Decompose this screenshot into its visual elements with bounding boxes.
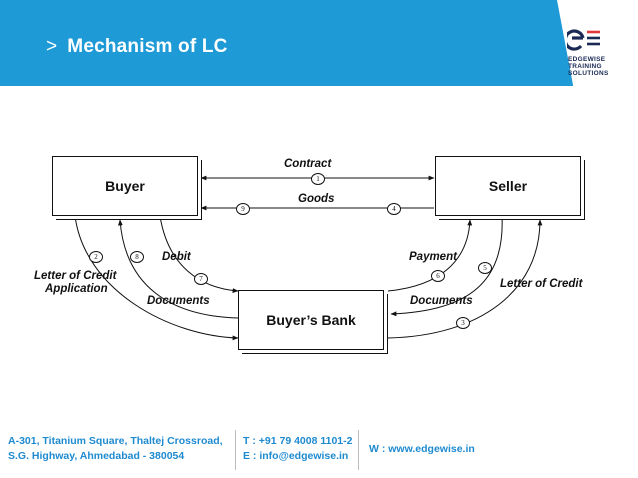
edgewise-logo-icon: [567, 29, 600, 51]
step-1-badge: 1: [311, 173, 325, 185]
step-5-badge: 5: [478, 262, 492, 274]
website-link[interactable]: W : www.edgewise.in: [369, 443, 475, 455]
footer-contact: T : +91 79 4008 1101-2 E : info@edgewise…: [243, 434, 352, 464]
debit-curve: [159, 215, 239, 293]
footer-address: A-301, Titanium Square, Thaltej Crossroa…: [8, 434, 223, 464]
footer-divider-1: [235, 430, 236, 470]
header-banner: > Mechanism of LC: [0, 0, 638, 86]
title-text: Mechanism of LC: [67, 36, 228, 57]
title-chevron: >: [46, 36, 58, 57]
logo-wordmark: EDGEWISE TRAINING SOLUTIONS: [568, 56, 609, 77]
diagram-connectors: [74, 175, 543, 341]
buyer-node: Buyer: [52, 156, 198, 216]
footer: A-301, Titanium Square, Thaltej Crossroa…: [0, 416, 638, 478]
step-7-badge: 7: [194, 273, 208, 285]
loc-application-label-line2: Application: [45, 283, 108, 295]
phone-text: T : +91 79 4008 1101-2: [243, 435, 353, 447]
letter-of-credit-label: Letter of Credit: [500, 278, 583, 290]
loc-application-curve: [74, 215, 239, 341]
page-title: > Mechanism of LC: [46, 36, 228, 58]
payment-curve: [387, 219, 473, 292]
email-link[interactable]: E : info@edgewise.in: [243, 450, 349, 462]
step-2-badge: 2: [89, 251, 103, 263]
footer-divider-2: [358, 430, 359, 470]
loc-application-label-line1: Letter of Credit: [34, 270, 117, 282]
buyers-bank-node: Buyer’s Bank: [238, 290, 384, 350]
step-9-badge: 9: [236, 203, 250, 215]
documents-right-label: Documents: [410, 295, 473, 307]
documents-left-label: Documents: [147, 295, 210, 307]
step-3-badge: 3: [456, 317, 470, 329]
letter-of-credit-curve: [387, 219, 543, 339]
address-line-2: S.G. Highway, Ahmedabad - 380054: [8, 450, 185, 462]
goods-label: Goods: [298, 193, 335, 205]
documents-to-buyer-curve: [118, 219, 239, 319]
step-8-badge: 8: [130, 251, 144, 263]
lc-mechanism-diagram: Buyer Seller Buyer’s Bank Contract Goods…: [0, 86, 638, 416]
address-line-1: A-301, Titanium Square, Thaltej Crossroa…: [8, 435, 223, 447]
seller-node: Seller: [435, 156, 581, 216]
documents-to-bank-curve: [390, 215, 503, 317]
debit-label: Debit: [162, 251, 191, 263]
payment-label: Payment: [409, 251, 457, 263]
step-6-badge: 6: [431, 270, 445, 282]
contract-label: Contract: [284, 158, 332, 170]
step-4-badge: 4: [387, 203, 401, 215]
